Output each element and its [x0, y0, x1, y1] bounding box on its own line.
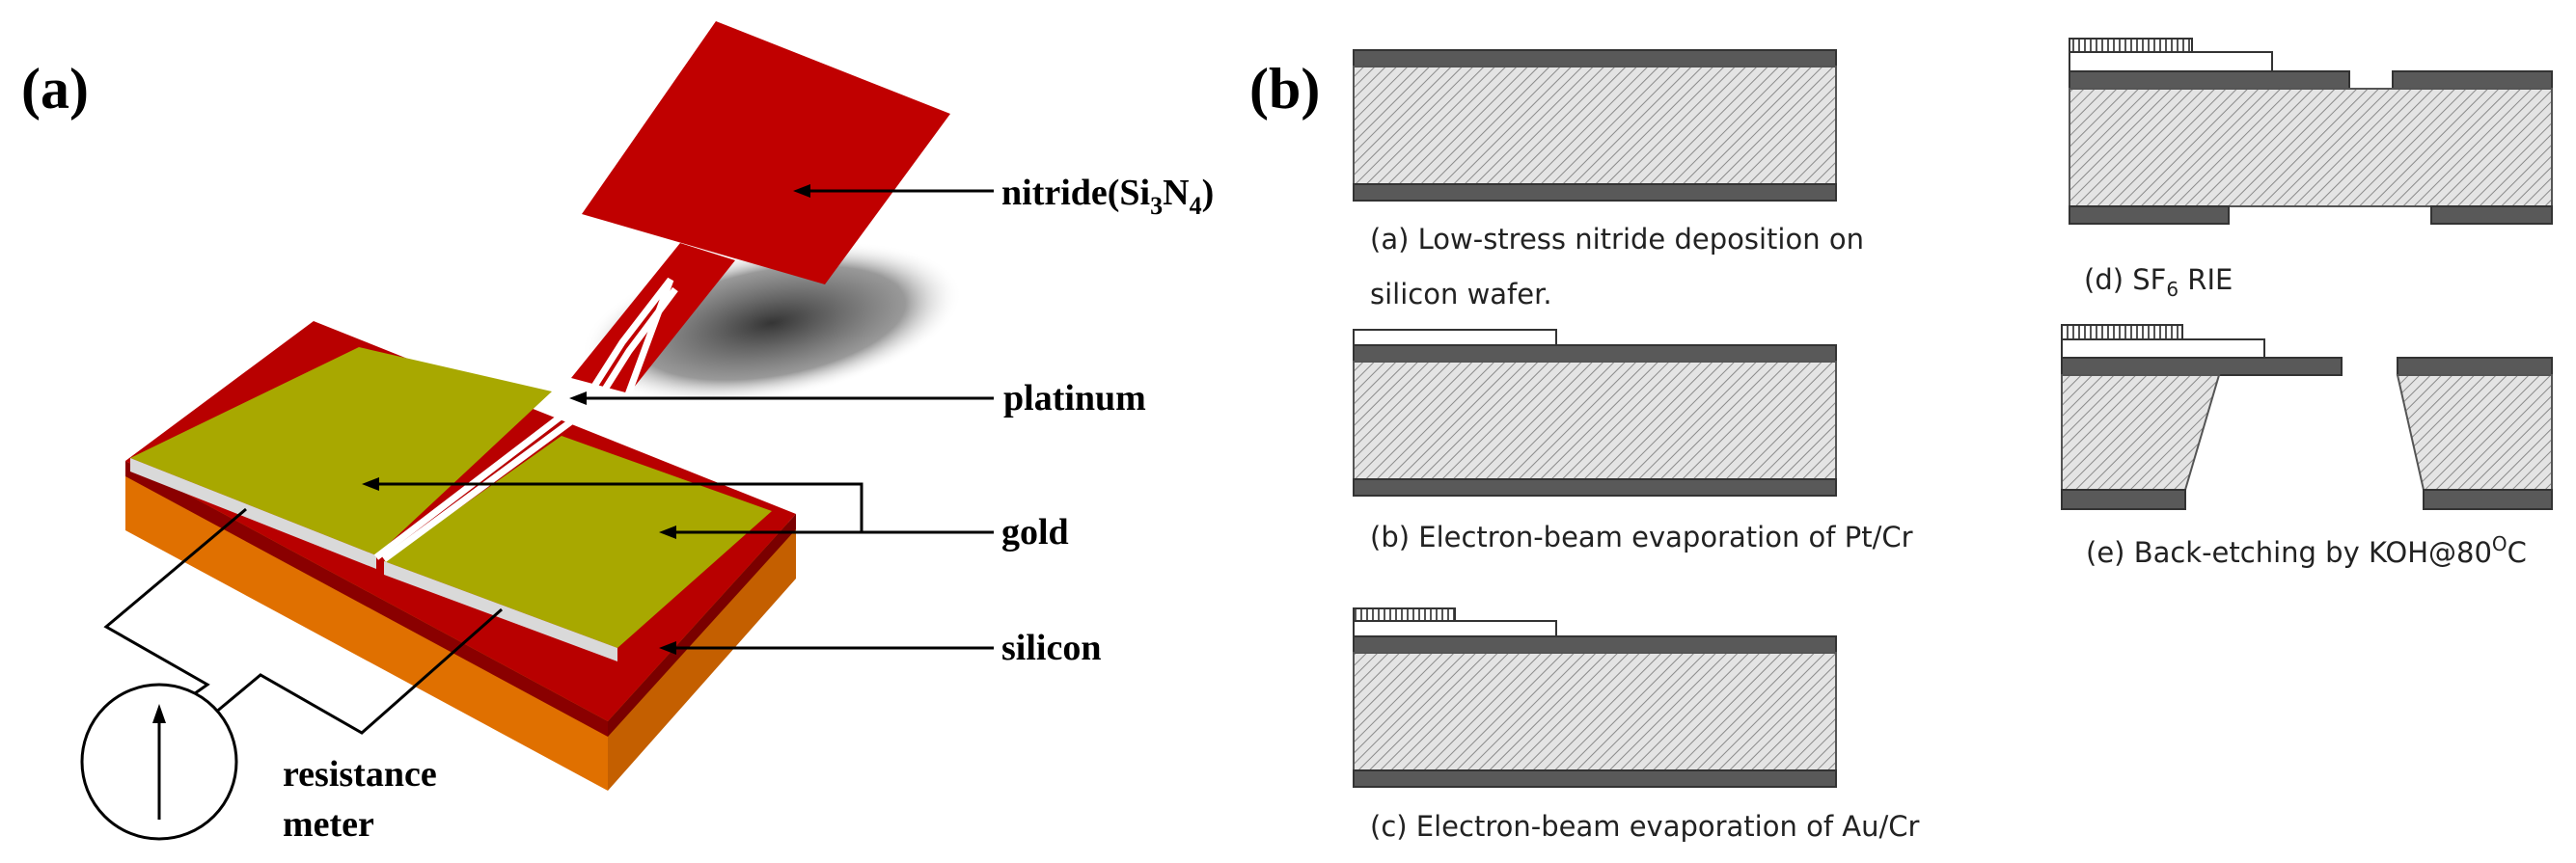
step-d-crosssection [2069, 38, 2553, 225]
step-c-crosssection [1353, 607, 1837, 788]
step-b-caption: (b) Electron-beam evaporation of Pt/Cr [1370, 521, 1913, 553]
silicon-arrowhead [659, 641, 676, 655]
nitride-membrane [582, 21, 950, 284]
panel-b-tag: (b) [1249, 57, 1320, 121]
step-e-caption: (e) Back-etching by KOH@80OC [2086, 532, 2527, 569]
step-a-caption-line2: silicon wafer. [1370, 278, 1552, 310]
step-a-caption-line1: (a) Low-stress nitride deposition on [1370, 223, 1864, 256]
panel-a-tag: (a) [21, 57, 89, 121]
nitride-arrowhead [793, 184, 810, 198]
step-c-caption: (c) Electron-beam evaporation of Au/Cr [1370, 810, 1919, 843]
step-a-crosssection [1353, 49, 1837, 202]
meter-needle-head [152, 704, 166, 723]
gold-pads [130, 347, 772, 661]
nitride-label: nitride(Si3N4) [1001, 173, 1214, 220]
platinum-trace [373, 277, 678, 562]
gold-label: gold [1001, 512, 1069, 553]
gold-arrowhead-right [659, 526, 676, 539]
meter-label-line2: meter [283, 804, 374, 845]
silicon-label: silicon [1001, 628, 1101, 668]
meter-wire-right [213, 607, 503, 735]
platinum-arrowhead [569, 391, 587, 405]
gold-arrowhead-left [362, 477, 379, 491]
platinum-label: platinum [1003, 378, 1146, 418]
step-b-crosssection [1353, 329, 1837, 497]
meter-label-line1: resistance [283, 754, 437, 795]
step-e-crosssection [2061, 324, 2553, 510]
step-d-caption: (d) SF6 RIE [2084, 263, 2233, 301]
